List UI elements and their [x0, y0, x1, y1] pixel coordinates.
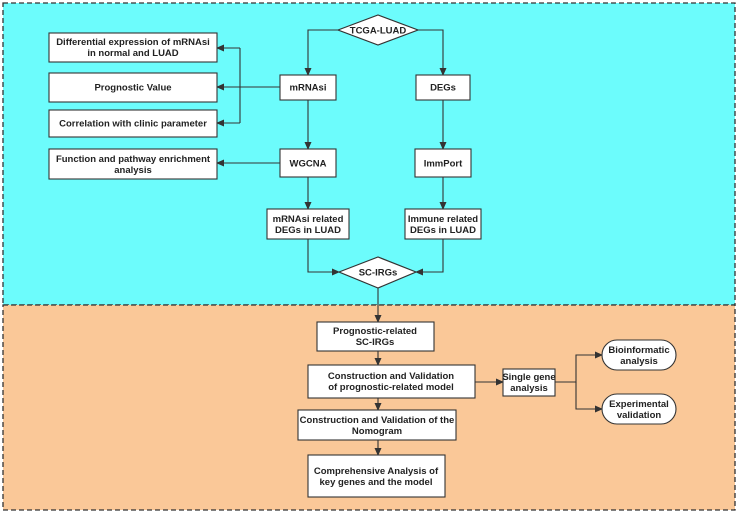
prognostic-value-label: Prognostic Value [94, 83, 171, 94]
function-pathway-line-1: Function and pathway enrichment [56, 154, 211, 165]
experimental-line-1: Experimental [609, 399, 669, 410]
tcga-luad-line-1: TCGA-LUAD [350, 26, 407, 37]
tcga-luad-label: TCGA-LUAD [350, 26, 407, 37]
experimental-box [601, 393, 677, 425]
mrnasi-related-box [266, 208, 350, 240]
sc-irgs-diamond [337, 256, 418, 289]
experimental-line-2: validation [617, 410, 662, 421]
function-pathway-box [48, 148, 218, 180]
node-correlation: Correlation with clinic parameter [48, 109, 218, 138]
sc-irgs-label: SC-IRGs [359, 268, 398, 279]
diff-expr-line-1: Differential expression of mRNAsi [56, 37, 210, 48]
sc-irgs-line-1: SC-IRGs [359, 268, 398, 279]
immport-box [414, 148, 472, 178]
prognostic-value-box [48, 72, 218, 103]
mrnasi-label: mRNAsi [290, 83, 327, 94]
node-wgcna: WGCNA [279, 148, 337, 178]
correlation-label: Correlation with clinic parameter [59, 119, 207, 130]
correlation-box [48, 109, 218, 138]
correlation-line-1: Correlation with clinic parameter [59, 119, 207, 130]
edge-tcga-to-degs [418, 29, 447, 76]
immport-label: ImmPort [424, 159, 463, 170]
node-mrnasi: mRNAsi [279, 74, 337, 101]
single-gene-box [502, 368, 556, 397]
mrnasi-related-line-1: mRNAsi related [273, 214, 344, 225]
edge-single-branch [555, 351, 603, 383]
comprehensive-line-1: Comprehensive Analysis of [314, 466, 439, 477]
prognostic-value-line-1: Prognostic Value [94, 83, 171, 94]
bioinformatic-line-1: Bioinformatic [608, 345, 669, 356]
comprehensive-line-2: key genes and the model [320, 477, 433, 488]
construction-model-box [307, 364, 476, 399]
tcga-luad-diamond [336, 14, 420, 46]
mrnasi-line-1: mRNAsi [290, 83, 327, 94]
node-sc-irgs: SC-IRGs [337, 256, 418, 289]
diff-expr-box [48, 32, 218, 63]
wgcna-line-1: WGCNA [290, 159, 327, 170]
immune-related-line-1: Immune related [408, 214, 478, 225]
node-tcga-luad: TCGA-LUAD [336, 14, 420, 46]
immune-related-box [404, 208, 482, 240]
immune-related-line-2: DEGs in LUAD [410, 225, 476, 236]
nomogram-line-1: Construction and Validation of the [300, 415, 455, 426]
mrnasi-related-line-2: DEGs in LUAD [275, 225, 341, 236]
diff-expr-line-2: in normal and LUAD [87, 48, 178, 59]
prognostic-sc-irgs-box [316, 321, 435, 352]
degs-line-1: DEGs [430, 83, 456, 94]
edge-single-to-experimental [575, 382, 603, 413]
wgcna-box [279, 148, 337, 178]
construction-model-line-2: of prognostic-related model [328, 382, 454, 393]
node-degs: DEGs [415, 74, 471, 101]
function-pathway-line-2: analysis [114, 165, 152, 176]
construction-model-line-1: Construction and Validation [328, 371, 454, 382]
bioinformatic-line-2: analysis [620, 356, 658, 367]
edge-immune-related-to-scirgs [415, 239, 444, 276]
node-immport: ImmPort [414, 148, 472, 178]
connectors [216, 29, 603, 456]
wgcna-label: WGCNA [290, 159, 327, 170]
degs-box [415, 74, 471, 101]
single-gene-line-1: Single gene [502, 372, 555, 383]
immport-line-1: ImmPort [424, 159, 463, 170]
mrnasi-box [279, 74, 337, 101]
node-prognostic-value: Prognostic Value [48, 72, 218, 103]
degs-label: DEGs [430, 83, 456, 94]
edge-tcga-to-mrnasi [304, 29, 338, 76]
comprehensive-box [307, 454, 446, 498]
bioinformatic-box [601, 339, 677, 371]
prognostic-sc-irgs-line-1: Prognostic-related [333, 326, 417, 337]
nomogram-line-2: Nomogram [352, 426, 402, 437]
nomogram-box [297, 409, 457, 441]
edge-mrnasi-related-to-scirgs [307, 239, 340, 276]
prognostic-sc-irgs-line-2: SC-IRGs [356, 337, 395, 348]
single-gene-line-2: analysis [510, 383, 548, 394]
